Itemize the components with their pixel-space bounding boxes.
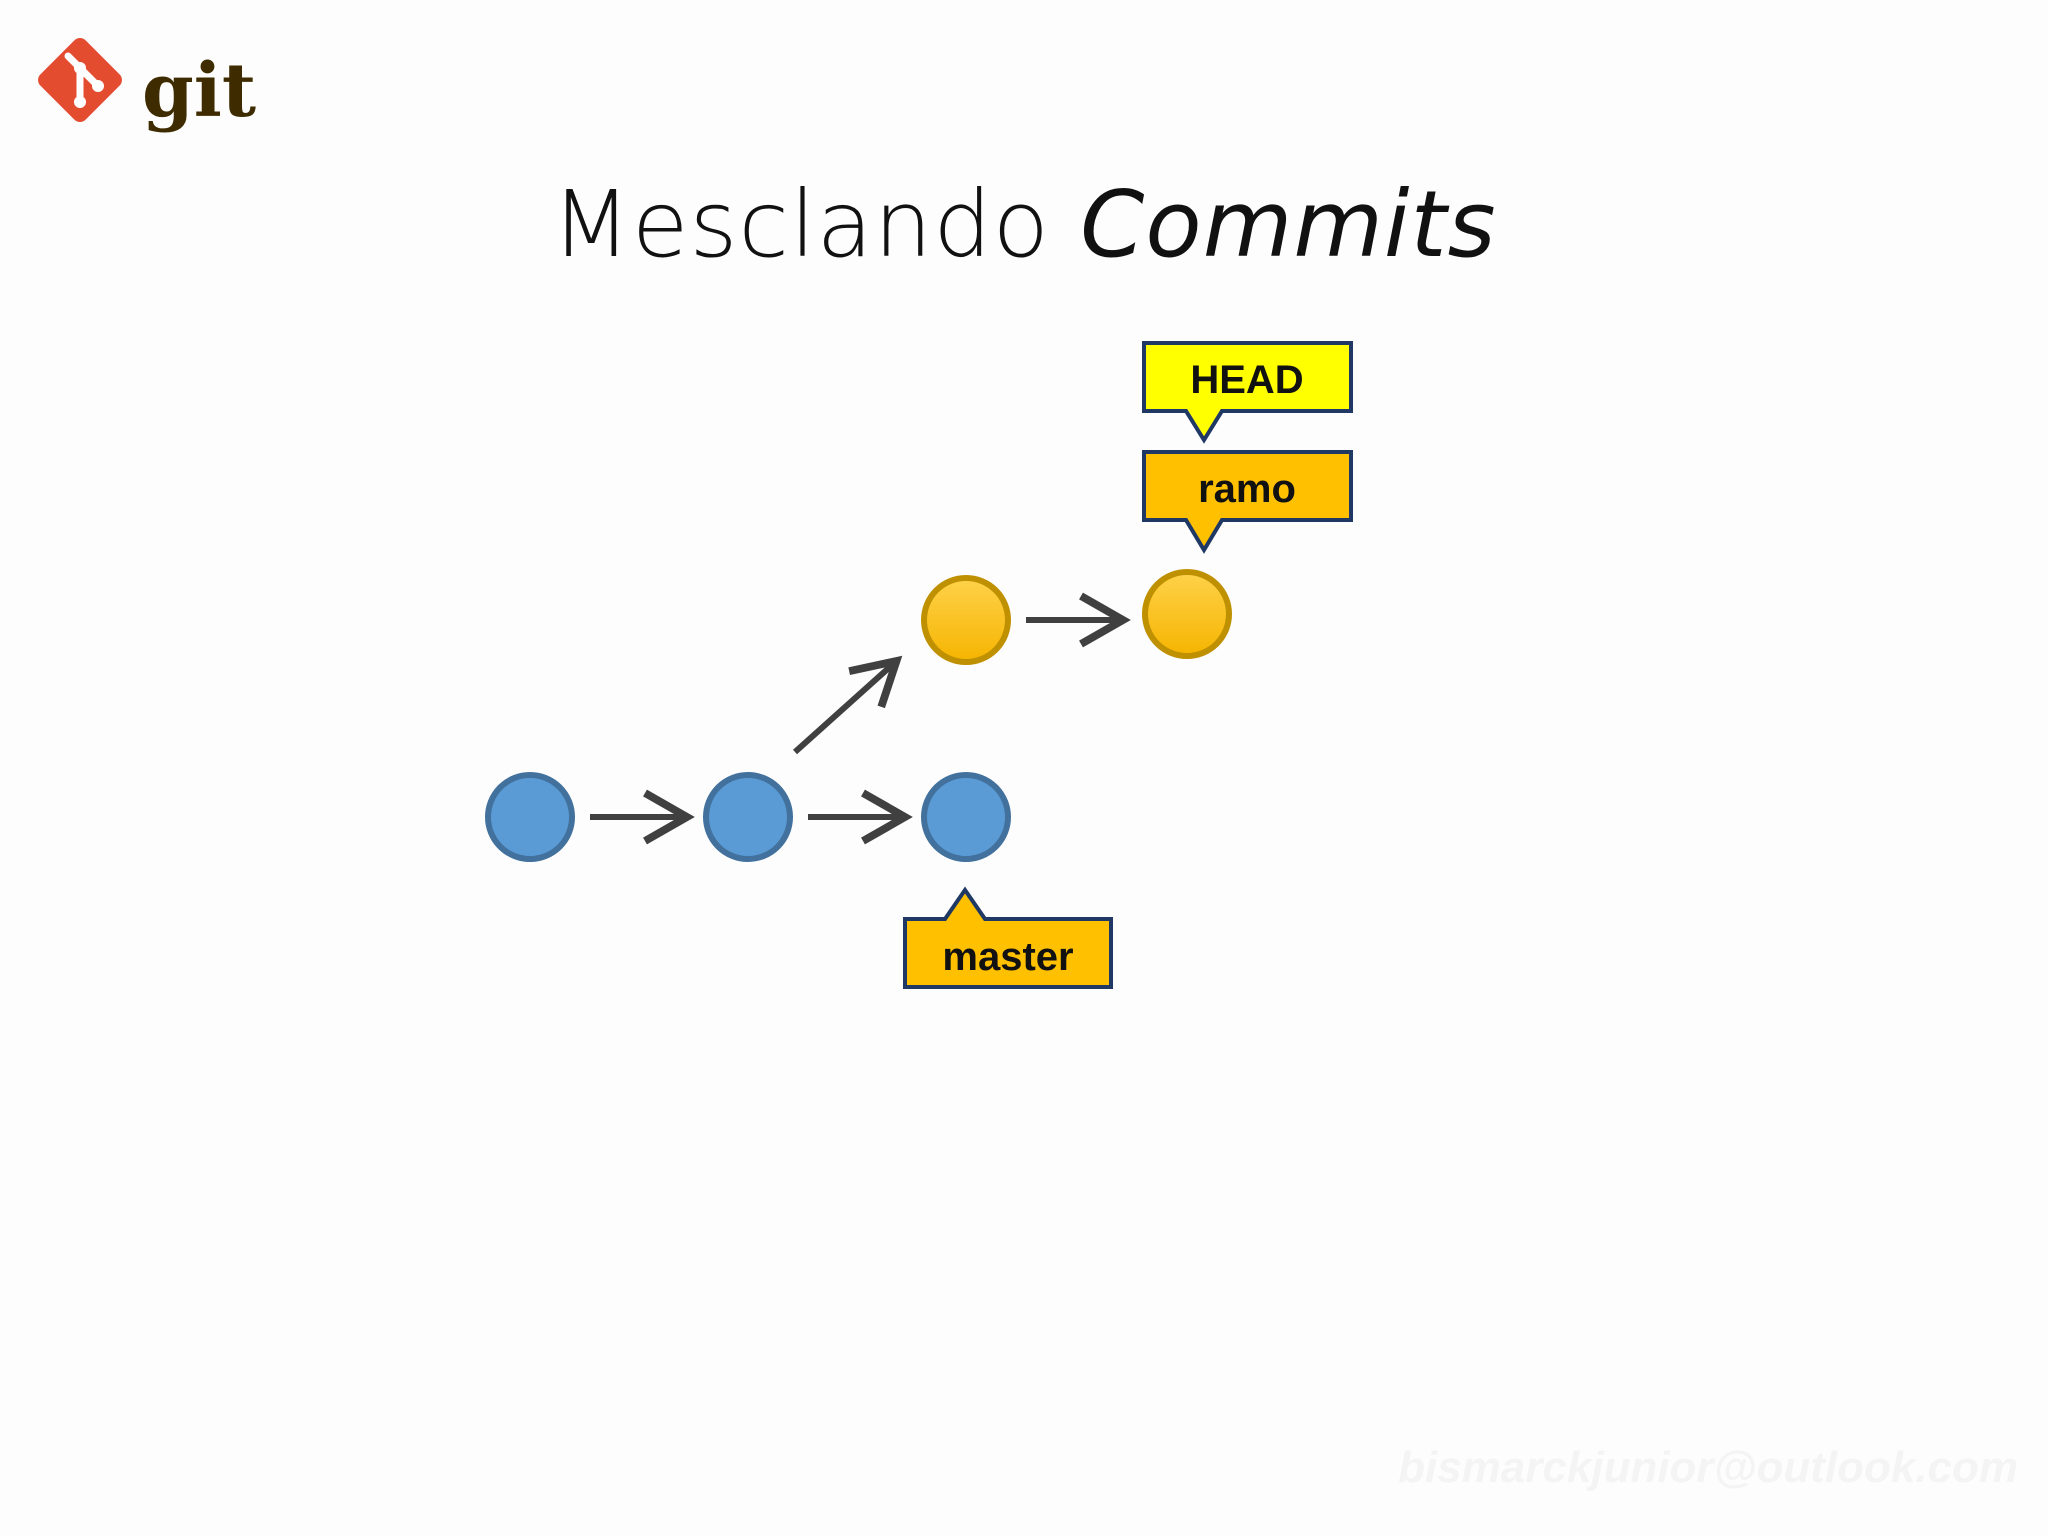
- master-tag: master: [903, 886, 1113, 989]
- commit-node-master-2: [703, 772, 793, 862]
- git-logo: git: [38, 38, 256, 134]
- arrow-c2-b1: [792, 655, 903, 755]
- git-logo-icon: [38, 38, 122, 122]
- commit-node-master-3: [921, 772, 1011, 862]
- ramo-tag: ramo: [1142, 450, 1353, 554]
- commit-node-branch-2: [1142, 569, 1232, 659]
- slide-title: Mesclando Commits: [0, 170, 2048, 280]
- commit-node-branch-1: [921, 575, 1011, 665]
- master-label: master: [942, 935, 1073, 979]
- head-label: HEAD: [1190, 358, 1303, 402]
- title-regular: Mesclando: [551, 171, 1081, 278]
- watermark-text: bismarckjunior@outlook.com: [1398, 1443, 2018, 1492]
- head-tag: HEAD: [1142, 341, 1353, 444]
- ramo-label: ramo: [1198, 467, 1296, 511]
- git-logo-text: git: [142, 48, 256, 134]
- commit-node-master-1: [485, 772, 575, 862]
- title-italic: Commits: [1080, 171, 1497, 278]
